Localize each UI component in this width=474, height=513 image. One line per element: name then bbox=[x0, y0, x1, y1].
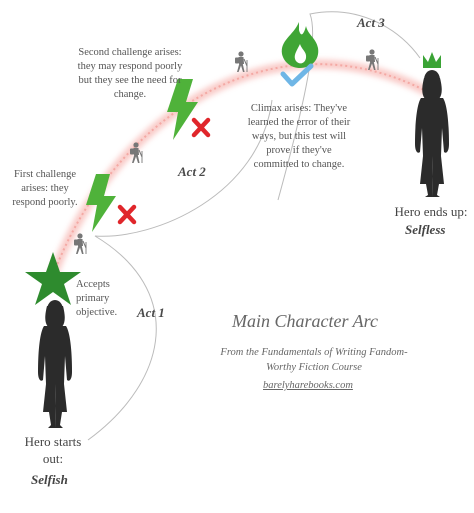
red-x-icon bbox=[117, 204, 137, 225]
climax-note: Climax arises: They've learned the error… bbox=[247, 103, 351, 170]
website-link[interactable]: barelyharebooks.com bbox=[263, 380, 353, 391]
lightning-bolt-icon bbox=[167, 79, 198, 140]
diagram-title: Main Character Arc bbox=[232, 311, 378, 331]
hero-start-silhouette bbox=[38, 300, 72, 428]
hiker-icon bbox=[234, 50, 248, 73]
guide-curve-act1 bbox=[87, 99, 273, 441]
hero-end-silhouette bbox=[415, 70, 449, 197]
hero-end-label: Hero ends up: bbox=[394, 204, 468, 219]
hero-start-label: Hero starts out: bbox=[24, 434, 82, 466]
act-1-label: Act 1 bbox=[137, 305, 165, 320]
diagram-subtitle: From the Fundamentals of Writing Fandom-… bbox=[220, 347, 408, 373]
lightning-bolt-icon bbox=[86, 174, 116, 232]
first-challenge-note: First challenge arises: they respond poo… bbox=[12, 169, 78, 208]
crown-icon bbox=[423, 52, 441, 68]
check-icon bbox=[280, 63, 314, 87]
act-3-label: Act 3 bbox=[357, 15, 385, 30]
star-icon bbox=[25, 252, 81, 305]
act-2-label: Act 2 bbox=[178, 164, 206, 179]
second-challenge-note: Second challenge arises: they may respon… bbox=[77, 47, 183, 100]
guide-curve-act3 bbox=[277, 11, 421, 201]
primary-objective-note: Accepts primary objective. bbox=[76, 279, 118, 318]
hero-start-word: Selfish bbox=[31, 472, 68, 487]
hero-end-word: Selfless bbox=[405, 222, 446, 237]
red-x-icon bbox=[191, 117, 211, 138]
hiker-icon bbox=[73, 232, 87, 255]
character-arc-line bbox=[51, 63, 429, 279]
